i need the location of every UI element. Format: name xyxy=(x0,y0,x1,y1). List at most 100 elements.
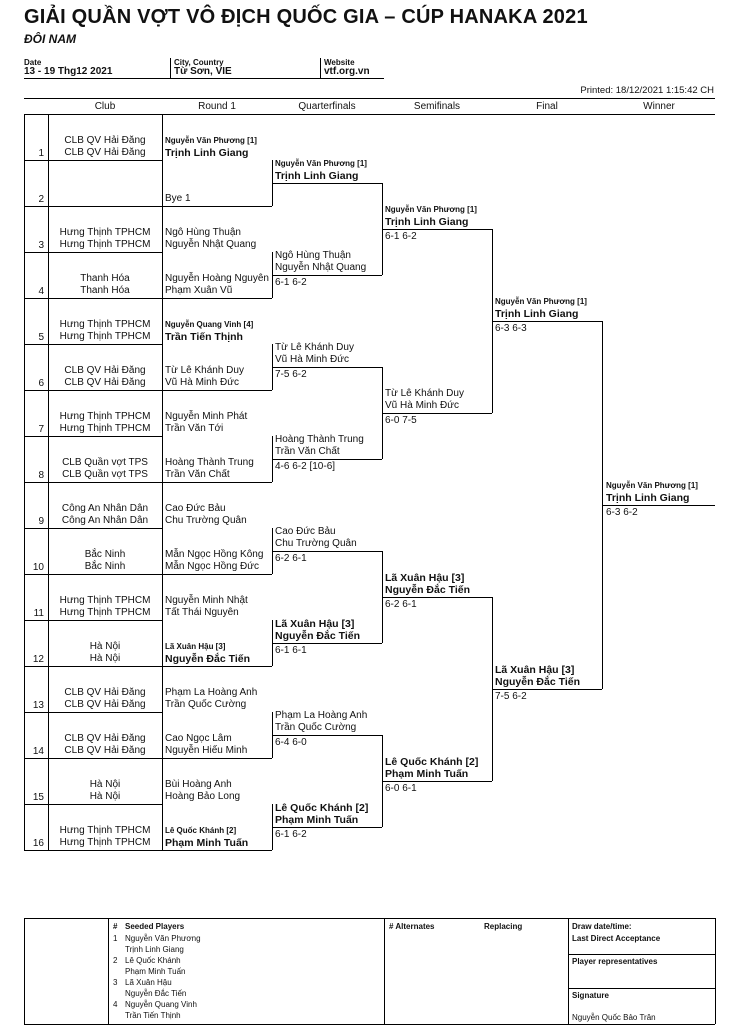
qf-score: 4-6 6-2 [10-6] xyxy=(275,461,336,472)
final-player: Nguyễn Đắc Tiến xyxy=(495,676,580,688)
winner-player: Nguyễn Văn Phương [1] xyxy=(606,481,698,490)
qf-line xyxy=(272,367,382,368)
sf-player: Vũ Hà Minh Đức xyxy=(385,400,459,411)
qf-player: Cao Đức Bảu xyxy=(275,526,336,537)
qf-player: Nguyễn Văn Phương [1] xyxy=(275,159,367,168)
seeded-title: Seeded Players xyxy=(125,922,185,931)
qf-line xyxy=(272,643,382,644)
city-label: City, Country xyxy=(174,58,224,67)
seed-partner: Trịnh Linh Giang xyxy=(125,945,184,954)
club-name: Hà Nội xyxy=(89,791,121,802)
player-name: Bùi Hoàng Anh xyxy=(165,779,232,790)
entry-number: 6 xyxy=(38,378,44,389)
sf-score: 6-0 6-1 xyxy=(385,783,417,794)
tournament-title: GIẢI QUẦN VỢT VÔ ĐỊCH QUỐC GIA – CÚP HAN… xyxy=(24,6,588,28)
seed-partner: Phạm Minh Tuấn xyxy=(125,967,186,976)
sf-line xyxy=(382,597,492,598)
printed-timestamp: Printed: 18/12/2021 1:15:42 CH xyxy=(580,85,714,96)
club-name: Hà Nội xyxy=(89,641,121,652)
player-name: Nguyễn Hiếu Minh xyxy=(165,745,248,756)
col-round1: Round 1 xyxy=(198,101,236,112)
qf-player: Lê Quốc Khánh [2] xyxy=(275,802,369,814)
club-name: CLB QV Hải Đăng xyxy=(64,377,146,388)
player-name: Cao Đức Bảu xyxy=(165,503,226,514)
qf-line xyxy=(272,183,382,184)
footer-divider xyxy=(384,918,385,1024)
entry-number: 15 xyxy=(32,792,44,803)
website-value: vtf.org.vn xyxy=(324,66,370,77)
club-name: Hưng Thịnh TPHCM xyxy=(59,319,151,330)
winner-player: Trịnh Linh Giang xyxy=(606,492,690,504)
sf-line xyxy=(382,781,492,782)
player-name: Nguyễn Quang Vinh [4] xyxy=(165,320,254,329)
entry-line xyxy=(24,298,272,299)
final-score: 6-3 6-3 xyxy=(495,323,527,334)
col-winner: Winner xyxy=(643,101,675,112)
qf-line xyxy=(272,459,382,460)
player-name: Lê Quốc Khánh [2] xyxy=(165,826,237,835)
player-name: Nguyễn Nhật Quang xyxy=(165,239,257,250)
entry-line xyxy=(24,528,162,529)
qf-player: Phạm La Hoàng Anh xyxy=(275,710,368,721)
player-name: Phạm Minh Tuấn xyxy=(165,837,249,849)
sf-score: 6-2 6-1 xyxy=(385,599,417,610)
seed-number: 3 xyxy=(113,978,118,987)
qf-score: 6-2 6-1 xyxy=(275,553,307,564)
club-name: CLB QV Hải Đăng xyxy=(64,147,146,158)
signature-label: Signature xyxy=(572,991,609,1000)
club-name: CLB QV Hải Đăng xyxy=(64,699,146,710)
player-name: Hoàng Thành Trung xyxy=(165,457,254,468)
player-name: Trần Tiến Thịnh xyxy=(165,331,243,343)
club-name: Hưng Thịnh TPHCM xyxy=(59,607,151,618)
club-name: Hà Nội xyxy=(89,653,121,664)
qf-player: Phạm Minh Tuấn xyxy=(275,814,359,826)
qf-line xyxy=(272,551,382,552)
player-name: Ngô Hùng Thuận xyxy=(165,227,241,238)
entry-line xyxy=(24,252,162,253)
entry-line xyxy=(24,390,272,391)
date-label: Date xyxy=(24,58,42,67)
qf-player: Ngô Hùng Thuận xyxy=(275,250,351,261)
entry-number: 16 xyxy=(32,838,44,849)
player-name: Trần Văn Chất xyxy=(165,469,230,480)
final-line xyxy=(492,689,602,690)
final-score: 7-5 6-2 xyxy=(495,691,527,702)
sf-player: Phạm Minh Tuấn xyxy=(385,768,469,780)
final-player: Lã Xuân Hậu [3] xyxy=(495,664,575,676)
entry-number: 4 xyxy=(38,286,44,297)
player-name: Trần Quốc Cường xyxy=(165,699,247,710)
entry-number: 10 xyxy=(32,562,44,573)
club-name: CLB QV Hải Đăng xyxy=(64,745,146,756)
entry-line xyxy=(24,620,162,621)
player-name: Phạm Xuân Vũ xyxy=(165,285,233,296)
replacing-title: Replacing xyxy=(484,922,523,931)
club-name: Công An Nhân Dân xyxy=(61,515,149,526)
seed-partner: Trần Tiến Thịnh xyxy=(125,1011,181,1020)
entry-line xyxy=(24,344,162,345)
header-divider xyxy=(320,58,321,78)
sf-line xyxy=(382,413,492,414)
entry-number: 2 xyxy=(38,194,44,205)
qf-player: Trịnh Linh Giang xyxy=(275,170,359,182)
entry-number: 7 xyxy=(38,424,44,435)
qf-player: Hoàng Thành Trung xyxy=(275,434,364,445)
final-player: Trịnh Linh Giang xyxy=(495,308,579,320)
last-direct-label: Last Direct Acceptance xyxy=(572,934,661,943)
seed-player: Lê Quốc Khánh xyxy=(125,956,181,965)
qf-score: 6-4 6-0 xyxy=(275,737,307,748)
entry-number: 13 xyxy=(32,700,44,711)
sf-player: Lã Xuân Hậu [3] xyxy=(385,572,465,584)
player-name: Nguyễn Minh Phát xyxy=(165,411,248,422)
entry-line xyxy=(24,206,272,207)
club-name: Hưng Thịnh TPHCM xyxy=(59,227,151,238)
entry-number: 11 xyxy=(33,608,44,619)
entry-number: 5 xyxy=(38,332,44,343)
club-name: Hà Nội xyxy=(89,779,121,790)
website-label: Website xyxy=(324,58,355,67)
player-name: Trần Văn Tới xyxy=(165,423,224,434)
sf-line xyxy=(382,229,492,230)
club-name: Hưng Thịnh TPHCM xyxy=(59,595,151,606)
winner-line xyxy=(602,505,715,506)
sf-player: Lê Quốc Khánh [2] xyxy=(385,756,479,768)
seeded-hash: # xyxy=(113,922,118,931)
